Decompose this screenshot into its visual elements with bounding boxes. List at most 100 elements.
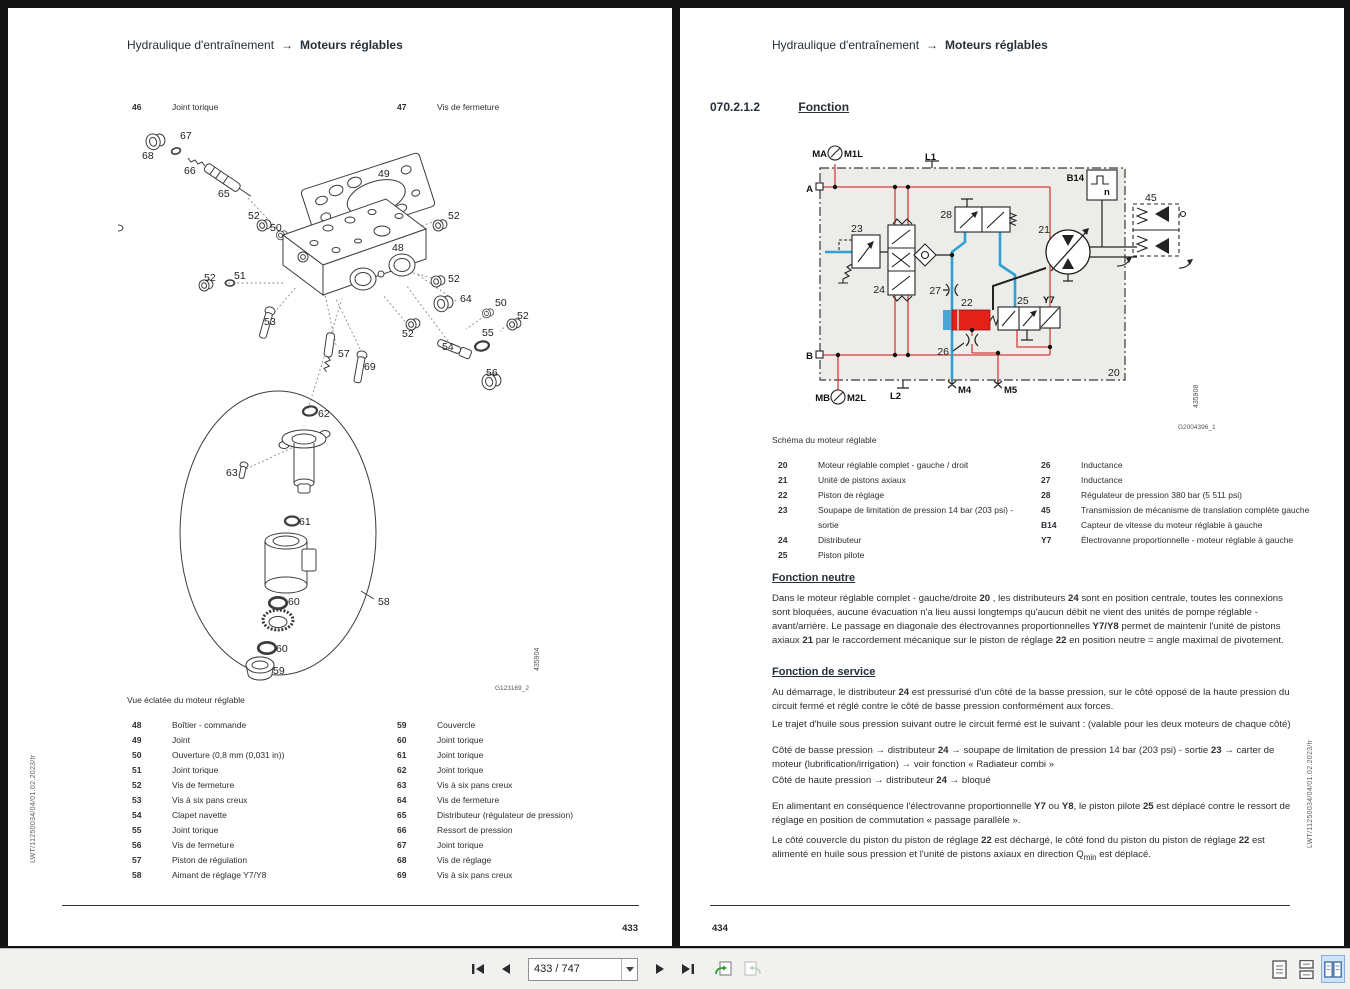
table-row: 69 Vis à six pans creux [397,868,659,883]
breadcrumb: Hydraulique d'entraînement → Moteurs rég… [127,38,403,52]
part-61-oring [283,515,301,527]
callout-label: 52 [448,273,460,285]
legend-label: Transmission de mécanisme de translation… [1081,505,1310,515]
part-number: 46 [132,102,142,112]
part-48-control-housing [118,198,428,296]
part-label: Joint torique [172,825,219,835]
callout-label: 45 [1145,192,1157,204]
callout-label: 20 [1108,367,1120,379]
callout-label: 52 [448,210,460,222]
continuous-view-icon [1298,959,1314,979]
callout-label: 52 [517,310,529,322]
part-52-plug [431,217,449,233]
callout-label: 69 [364,361,376,373]
callout-label: 48 [392,242,404,254]
black-lines [880,160,1137,389]
part-label: Distributeur (régulateur de pression) [437,810,574,820]
table-row: 25 Piston pilote [778,548,1036,563]
table-row: 54 Clapet navette [132,808,394,823]
single-page-view-button[interactable] [1267,955,1291,983]
callout-label: 28 [940,209,952,221]
continuous-view-button[interactable] [1294,955,1318,983]
part-number: 55 [132,825,142,835]
part-label: Joint torique [437,840,484,850]
page-layout-controls [1267,949,1345,989]
page-number-field [528,957,638,981]
pdf-page-left: Hydraulique d'entraînement → Moteurs rég… [8,8,672,946]
page-number: 433 [622,923,638,934]
callout-label: 64 [460,293,472,305]
footer-rule [710,905,1290,906]
two-page-view-button[interactable] [1321,955,1345,983]
subsection-heading-service: Fonction de service [772,666,876,678]
parts-table-col2: 59 Couvercle 60 Joint torique 61 Joint t… [397,718,659,883]
table-row: 57 Piston de régulation [132,853,394,868]
table-row: 45 Transmission de mécanisme de translat… [1041,503,1341,518]
callout-label: 63 [226,467,238,479]
callout-label: 55 [482,327,494,339]
callout-label: 26 [937,346,949,358]
legend-key: B14 [1041,520,1057,530]
page-number-input[interactable] [529,959,621,979]
table-row: 63 Vis à six pans creux [397,778,659,793]
breadcrumb-arrow-icon: → [281,38,294,52]
viewer-toolbar [0,948,1350,989]
page-title: Moteurs réglables [300,38,403,52]
callout-label: n [1104,187,1110,198]
part-label: Ouverture (0,8 mm (0,031 in)) [172,750,285,760]
parts-table-top: 46 Joint torique 47 Vis de fermeture [132,100,662,115]
callout-label: M2L [847,393,866,404]
first-page-icon [472,964,484,974]
part-label: Clapet navette [172,810,227,820]
table-row: 58 Aimant de réglage Y7/Y8 [132,868,394,883]
part-label: Vis à six pans creux [437,780,513,790]
first-page-button[interactable] [466,957,490,981]
callout-label: 24 [873,284,885,296]
breadcrumb: Hydraulique d'entraînement → Moteurs rég… [772,38,1048,52]
part-pilot-piston [278,429,331,494]
part-62-oring [301,404,319,418]
legend-key: 20 [778,460,788,470]
page-dropdown-caret[interactable] [621,958,637,980]
part-59-cover [245,656,275,681]
throttle-26 [952,333,979,352]
legend-label: Régulateur de pression 380 bar (5 511 ps… [1081,490,1242,500]
figure-caption: Vue éclatée du moteur réglable [127,695,245,705]
previous-view-button[interactable] [712,957,736,981]
legend-key: 23 [778,505,788,515]
table-row: B14 Capteur de vitesse du moteur réglabl… [1041,518,1341,533]
figure-caption: Schéma du moteur réglable [772,435,877,445]
part-number: 56 [132,840,142,850]
legend-label: Inductance [1081,460,1123,470]
legend-key: 27 [1041,475,1051,485]
callout-label: L1 [925,152,937,163]
part-label: Joint torique [172,102,219,112]
callout-label: 60 [276,643,288,655]
callout-label: 62 [318,408,330,420]
callout-label: Y7 [1043,295,1055,306]
page-number: 434 [712,923,728,934]
last-page-button[interactable] [676,957,700,981]
callout-label: 52 [248,210,260,222]
table-row: 56 Vis de fermeture [132,838,394,853]
paragraph: Le trajet d'huile sous pression suivant … [772,719,1291,730]
next-page-button[interactable] [648,957,672,981]
previous-page-button[interactable] [494,957,518,981]
table-row: 23 Soupape de limitation de pression 14 … [778,503,1036,533]
table-row: Y7 Électrovanne proportionnelle - moteur… [1041,533,1341,548]
callout-label: 53 [264,316,276,328]
legend-label: Soupape de limitation de pression 14 bar… [818,505,1014,530]
part-number: 48 [132,720,142,730]
legend-key: 24 [778,535,788,545]
part-number: 64 [397,795,407,805]
edge-document-code: LWT/11250034/04/01.02.2023/fr [30,754,37,863]
next-view-button[interactable] [740,957,764,981]
table-row: 61 Joint torique [397,748,659,763]
callout-label: 51 [234,270,246,282]
part-magnet-body [264,532,317,594]
sensor-b14 [1086,169,1118,201]
